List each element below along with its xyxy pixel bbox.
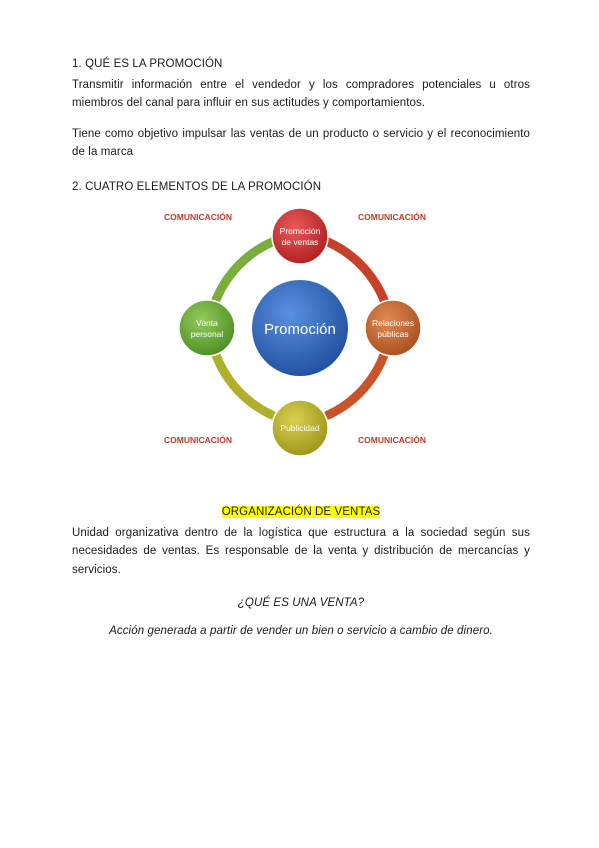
ring-arc-top-right [323, 237, 389, 305]
node-left-label-line2: personal [191, 329, 224, 339]
corner-label-bottom-right: COMUNICACIÓN [358, 434, 426, 445]
node-bottom [271, 399, 329, 457]
ring-arc-bottom-left [211, 350, 277, 420]
node-right-label-line2: públicas [377, 329, 408, 339]
node-left [178, 299, 236, 357]
section1-heading: 1. QUÉ ES LA PROMOCIÓN [72, 58, 223, 70]
node-top [271, 207, 329, 265]
node-bottom-label: Publicidad [280, 423, 319, 433]
ring-arc-left-top [211, 237, 277, 305]
section3-heading: ORGANIZACIÓN DE VENTAS [221, 506, 381, 518]
sale-answer: Acción generada a partir de vender un bi… [109, 625, 493, 637]
section1-paragraph2: Tiene como objetivo impulsar las ventas … [72, 128, 530, 159]
sale-question: ¿QUÉ ES UNA VENTA? [237, 597, 365, 609]
section3-paragraph: Unidad organizativa dentro de la logísti… [72, 527, 530, 576]
node-right-label-line1: Relaciones [372, 318, 414, 328]
promotion-cycle-diagram: Promoción Promoción de ventas Relaciones… [164, 207, 426, 457]
section2-heading: 2. CUATRO ELEMENTOS DE LA PROMOCIÓN [72, 181, 322, 193]
node-top-label-line1: Promoción [280, 226, 321, 236]
node-left-label-line1: Venta [196, 318, 218, 328]
corner-label-bottom-left: COMUNICACIÓN [164, 434, 232, 445]
node-right [364, 299, 422, 357]
node-top-label-line2: de ventas [282, 237, 319, 247]
section1-paragraph1: Transmitir información entre el vendedor… [72, 79, 530, 110]
ring-arc-right-bottom [323, 350, 389, 420]
corner-label-top-left: COMUNICACIÓN [164, 211, 232, 222]
center-label: Promoción [264, 321, 336, 338]
corner-label-top-right: COMUNICACIÓN [358, 211, 426, 222]
center-circle [252, 280, 348, 376]
section3-heading-wrapper: ORGANIZACIÓN DE VENTAS [72, 506, 530, 518]
